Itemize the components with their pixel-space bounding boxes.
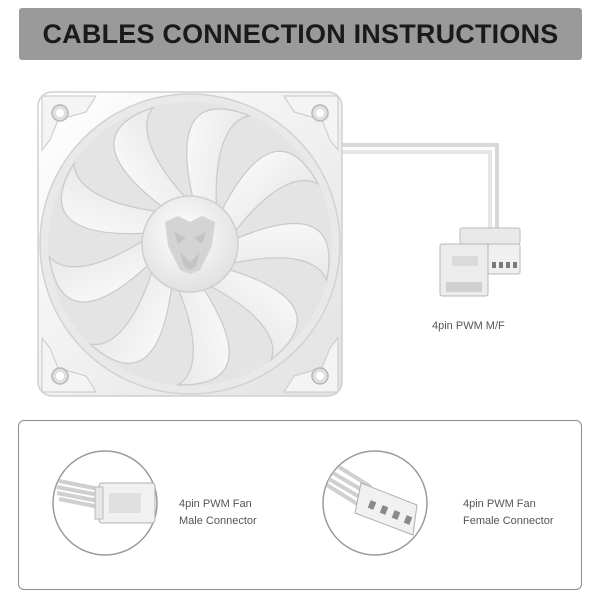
cable-label: 4pin PWM M/F (432, 320, 505, 332)
female-connector-image (322, 450, 428, 556)
fan-illustration (37, 90, 521, 402)
male-connector-image (52, 450, 158, 556)
fan-cable (338, 143, 499, 230)
cable-connector-image (439, 227, 521, 297)
fan-blades (37, 90, 349, 402)
fan-hub-logo (141, 195, 239, 293)
title-bar: CABLES CONNECTION INSTRUCTIONS (19, 8, 582, 60)
male-connector-line1: 4pin PWM Fan (179, 498, 252, 510)
male-connector-line2: Male Connector (179, 515, 257, 527)
connectors-panel: 4pin PWM Fan Male Connector 4pin PWM Fan… (18, 420, 582, 590)
female-connector-line2: Female Connector (463, 515, 554, 527)
female-connector-line1: 4pin PWM Fan (463, 498, 536, 510)
page-title: CABLES CONNECTION INSTRUCTIONS (42, 18, 559, 49)
